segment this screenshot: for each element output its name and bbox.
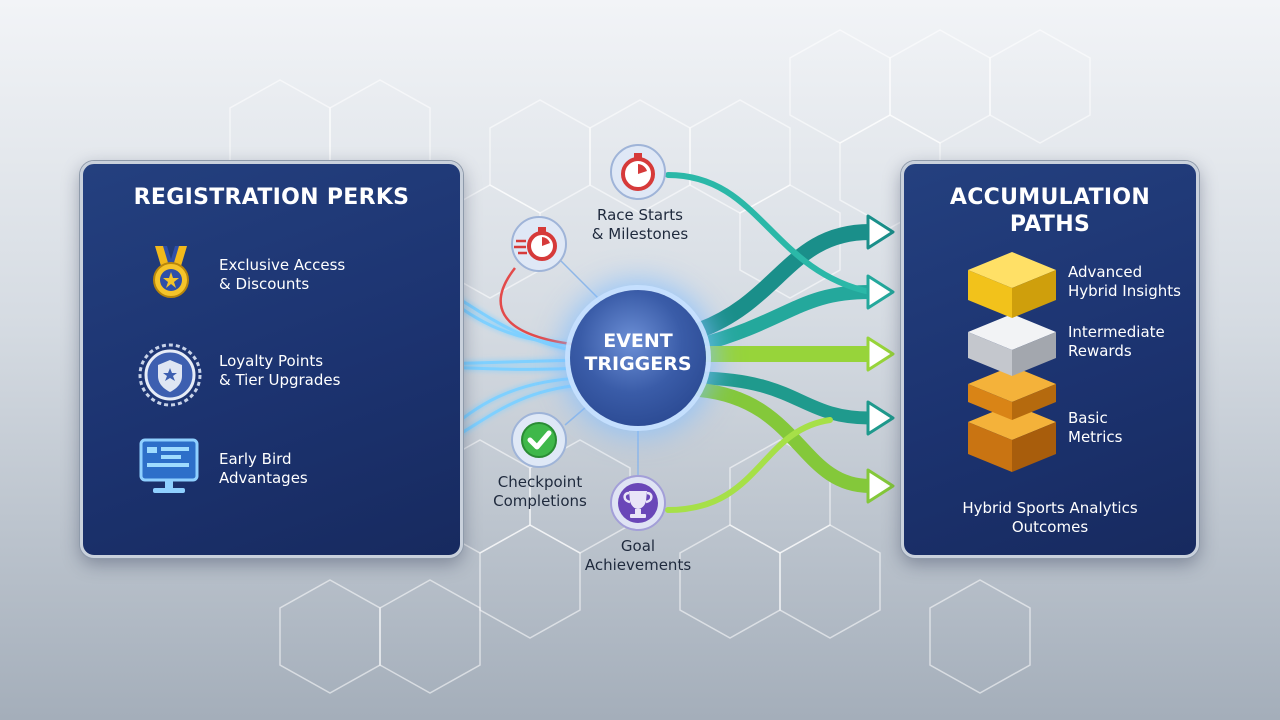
output-arrows-lime (665, 346, 878, 513)
trigger-checkpoint: Checkpoint Completions (493, 473, 587, 510)
medal-icon (153, 246, 189, 298)
event-triggers-hub: EVENT TRIGGERS (570, 290, 706, 426)
perk-loyalty-points: Loyalty Points & Tier Upgrades (219, 352, 341, 389)
perk-early-bird: Early Bird Advantages (219, 450, 308, 487)
outcome-label: Hybrid Sports Analytics Outcomes (962, 499, 1138, 536)
level-basic: Basic Metrics (1068, 409, 1123, 446)
registration-perks-panel: REGISTRATION PERKS Exclusive Access & Di… (80, 161, 463, 558)
monitor-icon (139, 438, 199, 493)
trophy-icon (610, 475, 666, 531)
hub-label: EVENT TRIGGERS (584, 330, 692, 375)
registration-perks-title: REGISTRATION PERKS (133, 185, 410, 210)
perk-exclusive-access: Exclusive Access & Discounts (219, 256, 346, 293)
speed-stopwatch-icon (511, 216, 567, 272)
accumulation-paths-panel: ACCUMULATION PATHS Advanced Hybrid Insig… (901, 161, 1199, 558)
arrow-heads (866, 214, 895, 504)
level-intermediate: Intermediate Rewards (1068, 323, 1165, 360)
shield-badge-icon (138, 343, 202, 407)
stopwatch-icon (610, 144, 666, 200)
output-arrows-teal (665, 172, 878, 425)
accumulation-paths-title: ACCUMULATION PATHS (949, 185, 1151, 237)
level-advanced: Advanced Hybrid Insights (1068, 263, 1181, 300)
checkmark-icon (511, 412, 567, 468)
stacked-blocks-icon (968, 252, 1056, 472)
trigger-race-starts: Race Starts & Milestones (591, 206, 689, 243)
trigger-goal: Goal Achievements (584, 537, 692, 574)
red-trigger-line (499, 267, 581, 347)
